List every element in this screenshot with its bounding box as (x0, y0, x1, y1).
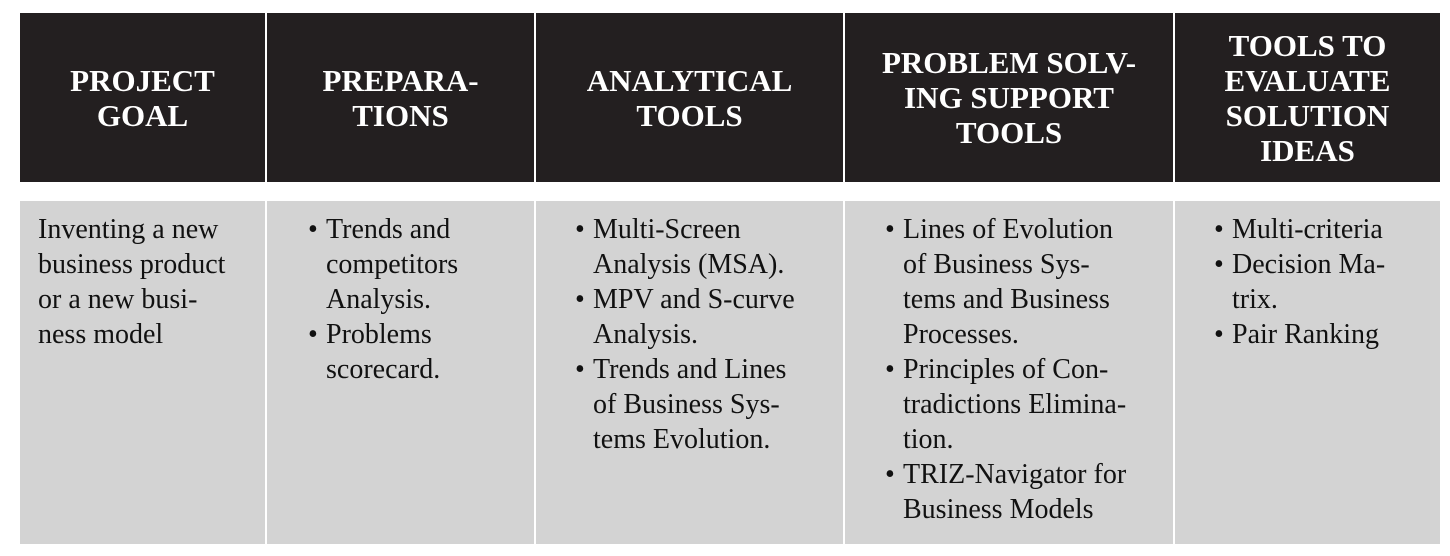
list-item: •TRIZ-Navigator for Business Models (885, 459, 1127, 525)
bullet-icon: • (885, 459, 895, 490)
bullet-icon: • (575, 354, 585, 385)
table-header-row: PROJECT GOAL PREPARA- TIONS ANALYTICAL T… (20, 13, 1440, 182)
list-item: •Problems scorecard. (308, 319, 441, 385)
cell-analytical-tools: •Multi-Screen Analysis (MSA). •MPV and S… (536, 201, 845, 544)
bullet-icon: • (885, 354, 895, 385)
bullet-icon: • (1214, 214, 1224, 245)
list-item: •MPV and S-curve Analysis. (575, 284, 795, 350)
bullet-icon: • (308, 319, 318, 350)
list-item: •Multi-criteria (1214, 214, 1383, 245)
cell-preparations: •Trends and competitors Analysis. •Probl… (267, 201, 536, 544)
cell-evaluation-tools: •Multi-criteria •Decision Ma- trix. •Pai… (1175, 201, 1440, 544)
list-item: •Decision Ma- trix. (1214, 249, 1386, 315)
table-body-row: Inventing a new business product or a ne… (20, 201, 1440, 544)
list-item: •Pair Ranking (1214, 319, 1379, 350)
bullet-icon: • (885, 214, 895, 245)
header-project-goal: PROJECT GOAL (20, 13, 267, 182)
bullet-icon: • (1214, 249, 1224, 280)
list-item: •Multi-Screen Analysis (MSA). (575, 214, 785, 280)
problem-solving-tools-list: •Lines of Evolution of Business Sys- tem… (845, 212, 1173, 527)
list-item: •Principles of Con- tradictions Elimina-… (885, 354, 1127, 455)
cell-problem-solving-tools: •Lines of Evolution of Business Sys- tem… (845, 201, 1175, 544)
evaluation-tools-list: •Multi-criteria •Decision Ma- trix. •Pai… (1175, 212, 1440, 352)
header-analytical-tools: ANALYTICAL TOOLS (536, 13, 845, 182)
bullet-icon: • (1214, 319, 1224, 350)
preparations-list: •Trends and competitors Analysis. •Probl… (267, 212, 534, 387)
bullet-icon: • (575, 214, 585, 245)
row-separator (20, 182, 1440, 201)
header-preparations: PREPARA- TIONS (267, 13, 536, 182)
bullet-icon: • (575, 284, 585, 315)
list-item: •Lines of Evolution of Business Sys- tem… (885, 214, 1113, 350)
header-problem-solving-tools: PROBLEM SOLV- ING SUPPORT TOOLS (845, 13, 1175, 182)
project-goal-text: Inventing a new business product or a ne… (38, 214, 226, 350)
list-item: •Trends and competitors Analysis. (308, 214, 459, 315)
bullet-icon: • (308, 214, 318, 245)
analytical-tools-list: •Multi-Screen Analysis (MSA). •MPV and S… (536, 212, 843, 457)
cell-project-goal: Inventing a new business product or a ne… (20, 201, 267, 544)
header-evaluation-tools: TOOLS TO EVALUATE SOLUTION IDEAS (1175, 13, 1440, 182)
process-table: PROJECT GOAL PREPARA- TIONS ANALYTICAL T… (20, 13, 1440, 544)
list-item: •Trends and Lines of Business Sys- tems … (575, 354, 787, 455)
